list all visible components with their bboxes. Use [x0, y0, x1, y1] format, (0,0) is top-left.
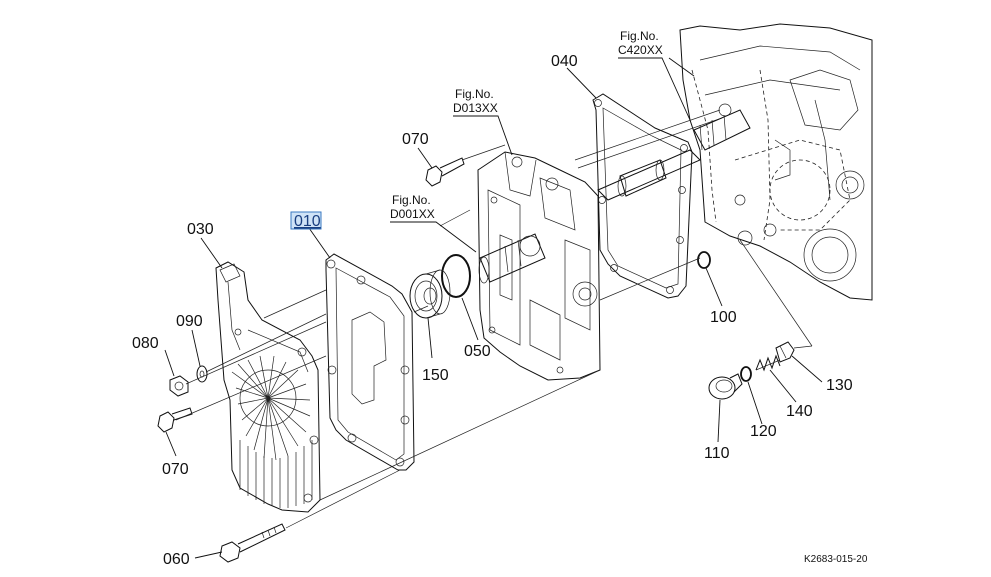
plug-110-drawing — [708, 373, 743, 400]
o-ring-120-drawing — [740, 366, 752, 382]
plug-130-drawing — [775, 341, 795, 363]
bolt-060-drawing — [219, 523, 286, 563]
nut-080-drawing — [169, 375, 189, 397]
shaft-drawing — [574, 109, 751, 201]
o-ring-050-drawing — [441, 254, 471, 298]
fig-ref-number: D013XX — [453, 101, 498, 115]
fig-ref-d001xx[interactable]: Fig.No. D001XX — [390, 193, 435, 221]
part-label-010[interactable]: 010 — [294, 213, 321, 230]
part-label-060[interactable]: 060 — [163, 551, 190, 568]
figure-references: Fig.No. D013XX Fig.No. D001XX Fig.No. C4… — [390, 29, 663, 221]
assembly-axis-lines — [175, 144, 813, 529]
part-label-140[interactable]: 140 — [786, 403, 813, 420]
fig-ref-caption: Fig.No. — [455, 87, 494, 101]
part-label-040[interactable]: 040 — [551, 53, 578, 70]
part-label-030[interactable]: 030 — [187, 221, 214, 238]
part-label-130[interactable]: 130 — [826, 377, 853, 394]
fig-ref-c420xx[interactable]: Fig.No. C420XX — [618, 29, 663, 57]
part-label-090[interactable]: 090 — [176, 313, 203, 330]
gasket-040-drawing — [592, 93, 693, 299]
part-label-100[interactable]: 100 — [710, 309, 737, 326]
o-ring-100-drawing — [697, 251, 711, 269]
washer-090-drawing — [196, 365, 208, 383]
gasket-010-drawing — [325, 253, 415, 471]
callout-leaders — [164, 57, 823, 559]
finned-cover-030-drawing — [215, 261, 321, 513]
part-label-150[interactable]: 150 — [422, 367, 449, 384]
spring-140-drawing — [755, 354, 781, 372]
fig-ref-caption: Fig.No. — [392, 193, 431, 207]
part-label-070-top[interactable]: 070 — [402, 131, 429, 148]
transmission-case-drawing — [679, 23, 873, 301]
fig-ref-d013xx[interactable]: Fig.No. D013XX — [453, 87, 498, 115]
part-label-050[interactable]: 050 — [464, 343, 491, 360]
bolt-070-top-drawing — [425, 157, 465, 187]
fig-ref-number: D001XX — [390, 207, 435, 221]
part-label-120[interactable]: 120 — [750, 423, 777, 440]
fig-ref-number: C420XX — [618, 43, 663, 57]
center-housing-drawing — [477, 151, 601, 381]
part-labels: 010 030 040 050 060 070 070 080 090 100 … — [132, 53, 853, 568]
drawing-reference-code: K2683-015-20 — [804, 554, 868, 565]
part-label-110[interactable]: 110 — [704, 445, 730, 462]
fig-ref-caption: Fig.No. — [620, 29, 659, 43]
part-label-080[interactable]: 080 — [132, 335, 159, 352]
bolt-070-bottom-drawing — [157, 407, 193, 433]
bearing-150-drawing — [409, 269, 451, 319]
part-label-070-bottom[interactable]: 070 — [162, 461, 189, 478]
